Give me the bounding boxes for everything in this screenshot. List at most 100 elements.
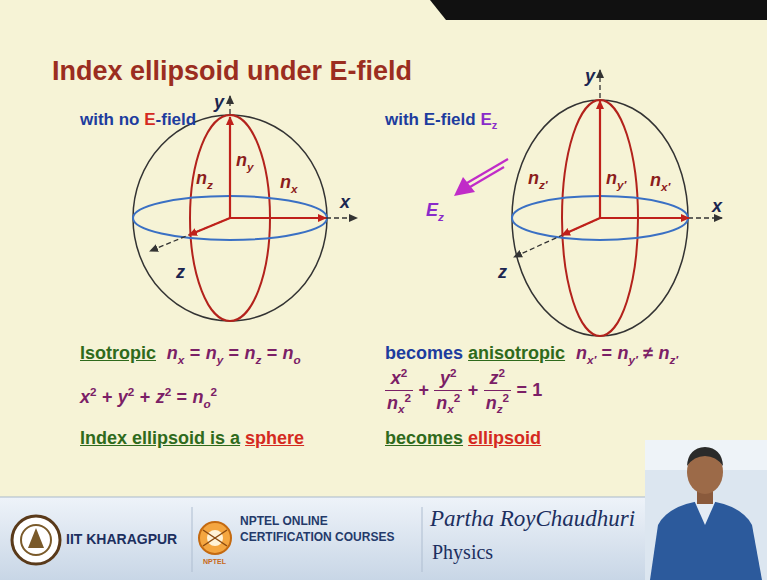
fraction: z2nz2	[484, 366, 511, 416]
label-text: n	[606, 168, 617, 188]
label-text: y′	[629, 353, 638, 366]
label-text: x	[178, 353, 185, 366]
label-text: x′	[661, 180, 670, 193]
label-text: x	[340, 192, 350, 212]
label-text: n	[436, 393, 447, 413]
footer-text: NPTEL ONLINE CERTIFICATION COURSES	[240, 513, 420, 545]
label-text: +	[468, 380, 479, 400]
label-text: n	[618, 343, 629, 363]
label-text: n	[192, 387, 203, 407]
label-text: =	[602, 343, 613, 363]
label-text: =	[190, 343, 201, 363]
label-text: z	[498, 262, 507, 282]
nptel-logo	[199, 522, 231, 554]
label-text: z	[492, 119, 498, 131]
footer-text: Partha RoyChaudhuri	[430, 503, 635, 534]
text-line: y	[585, 66, 595, 88]
label-text: 2	[454, 391, 461, 404]
label-text: n	[283, 343, 294, 363]
label-text: n	[387, 393, 398, 413]
label-text: anisotropic	[468, 343, 565, 363]
label-text: +	[140, 387, 151, 407]
text-line: x2nx2+y2nx2+z2nz2=1	[385, 366, 542, 416]
field-arrow	[454, 159, 508, 196]
label-text: x	[291, 182, 298, 195]
label-text: with no	[80, 110, 139, 129]
footer-divider	[422, 507, 423, 572]
label-text: 2	[405, 391, 412, 404]
presenter-photo	[645, 440, 767, 580]
label-text: 2	[90, 385, 97, 398]
footer-band: IIT KHARAGPUR NPTEL ONLINE CERTIFICATION …	[0, 497, 767, 580]
index-sphere	[133, 96, 357, 321]
label-text: x	[712, 196, 722, 216]
label-text: x	[391, 368, 401, 388]
footer-text: IIT KHARAGPUR	[66, 530, 177, 549]
label-text: +	[102, 387, 113, 407]
label-text: x	[398, 402, 405, 415]
label-text: y	[118, 387, 128, 407]
fraction: y2nx2	[434, 366, 462, 416]
label-text: y	[217, 353, 224, 366]
label-text: y	[247, 160, 254, 173]
label-text: z′	[539, 178, 548, 191]
label-text: n	[196, 168, 207, 188]
label-text: E	[480, 110, 491, 129]
top-band	[430, 0, 767, 20]
text-line: x2+y2+z2=no2	[80, 385, 217, 411]
label-text: n	[486, 393, 497, 413]
label-text: n	[167, 343, 178, 363]
label-text: z	[207, 178, 213, 191]
label-text: z′	[669, 353, 678, 366]
text-line: ny	[236, 150, 254, 174]
label-text: =	[177, 387, 188, 407]
label-text: -field	[156, 110, 197, 129]
label-text: o	[294, 353, 301, 366]
label-text: z	[497, 402, 503, 415]
slide-title: Index ellipsoid under E-field	[52, 56, 412, 87]
text-line: y	[214, 92, 224, 114]
text-line: becomesanisotropicnx′=ny′≠nz′	[385, 343, 678, 367]
label-text: x	[447, 402, 454, 415]
label-text: n	[650, 170, 661, 190]
footer-text: NPTEL	[203, 557, 226, 566]
text-line: x	[340, 192, 350, 214]
label-text: y	[214, 92, 224, 112]
label-text: 2	[165, 385, 172, 398]
text-line: ny′	[606, 168, 626, 192]
label-text: n	[658, 343, 669, 363]
label-text: n	[280, 172, 291, 192]
text-line: Isotropicnx=ny=nz=no	[80, 343, 301, 367]
label-text: y	[440, 368, 450, 388]
label-text: y′	[617, 178, 626, 191]
text-line: nx′	[650, 170, 670, 194]
text-line: Ez	[426, 200, 444, 224]
label-text: ellipsoid	[468, 428, 541, 448]
label-text: x	[80, 387, 90, 407]
label-text: z	[176, 262, 185, 282]
label-text: E	[426, 200, 438, 220]
text-line: nx	[280, 172, 298, 196]
label-text: E	[144, 110, 155, 129]
label-text: 2	[450, 366, 457, 379]
label-text: becomes	[385, 428, 463, 448]
text-line: nz	[196, 168, 213, 192]
text-line: becomesellipsoid	[385, 428, 541, 450]
text-line: with no E-field	[80, 110, 196, 130]
label-text: z	[156, 387, 165, 407]
label-text: n	[206, 343, 217, 363]
label-text: z	[438, 210, 444, 223]
label-text: x′	[587, 353, 596, 366]
iit-logo	[12, 516, 60, 564]
label-text: ≠	[643, 343, 653, 363]
label-text: 1	[532, 380, 542, 400]
label-text: 2	[128, 385, 135, 398]
label-text: Isotropic	[80, 343, 156, 363]
text-line: Index ellipsoid is asphere	[80, 428, 304, 450]
label-text: n	[576, 343, 587, 363]
label-text: n	[528, 168, 539, 188]
label-text: n	[236, 150, 247, 170]
label-text: =	[267, 343, 278, 363]
text-line: with E-fieldEz	[385, 110, 497, 133]
label-text: o	[203, 397, 210, 410]
